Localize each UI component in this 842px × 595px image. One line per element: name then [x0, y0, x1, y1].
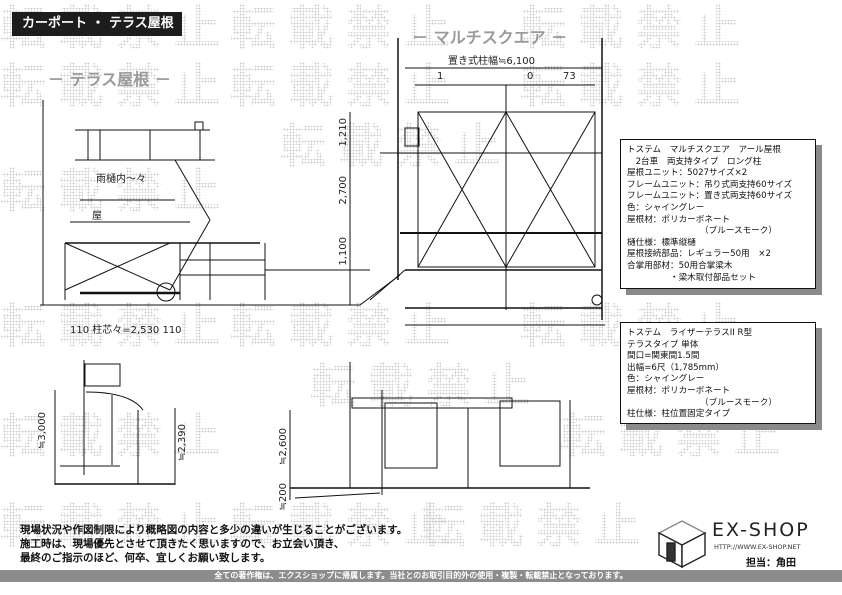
spec-line: 2台車 両支持タイプ ロング柱	[627, 156, 762, 167]
terrace-section-title: － テラス屋根 －	[48, 70, 171, 89]
watermark-layer: 転載禁止 転載禁止 転載禁止 転載禁止 転載禁止 転載禁止 転載禁止 転載禁止 …	[0, 0, 842, 553]
watermark-text: 転載禁止	[280, 110, 512, 176]
staff-name: 担当：角田	[746, 558, 796, 569]
box-logo-icon	[657, 520, 707, 569]
spec-line: 出幅=6尺（1,785mm）	[627, 362, 724, 373]
width-dimension: 置き式柱幅≒6,100	[448, 56, 536, 67]
terrace-spec-box: トステム ライザーテラスII R型 テラスタイプ 単体 間口=関東間1.5間 出…	[620, 322, 816, 424]
spec-line: 屋根材：ポリカーボネート	[627, 214, 731, 225]
logo-url: HTTP://WWW.EX-SHOP.NET	[714, 543, 801, 551]
spec-line: （ブルースモーク）	[627, 226, 777, 237]
spec-line: ・梁木取付部品セット	[627, 272, 756, 283]
carport-section-title: － マルチスクエア －	[412, 28, 568, 47]
watermark-text: 転載禁止	[420, 490, 652, 556]
watermark-text: 転載禁止	[310, 350, 542, 416]
note-line: 施工時は、現場優先とさせて頂きたく思いますので、お立会い頂き、	[20, 538, 345, 550]
spec-line: 屋根接続部品：レギュラー50用 ×2	[627, 249, 771, 260]
dimension-vertical: 2,700	[338, 176, 349, 205]
spec-line: 色：シャイングレー	[627, 374, 705, 385]
segment-label: 1	[437, 71, 444, 82]
elevation-height: ≒3,000	[37, 412, 48, 450]
logo-name: EX-SHOP	[712, 519, 810, 541]
spec-line: トステム マルチスクエア アール屋根	[627, 145, 781, 155]
elevation-height: ≒2,600	[278, 428, 289, 466]
watermark-text: 転載禁止	[0, 490, 232, 556]
spec-line: テラスタイプ 単体	[627, 339, 699, 350]
watermark-text: 転載禁止	[0, 400, 232, 466]
spec-line: トステム ライザーテラスII R型	[627, 328, 753, 338]
watermark-text: 転載禁止	[230, 0, 462, 58]
spec-line: フレームユニット：置き式両支持60サイズ	[627, 191, 793, 202]
dimension-vertical: 1,210	[338, 118, 349, 147]
spec-line: 屋根材：ポリカーボネート	[627, 385, 731, 396]
gutter-label: 雨樋内～々	[96, 174, 146, 185]
watermark-text: 転載禁止	[0, 290, 232, 356]
terrace-span-dimension: 110 柱芯々=2,530 110	[70, 325, 182, 336]
copyright-footer: 全ての著作権は、エクスショップに帰属します。当社とのお取引目的外の使用・複製・転…	[0, 570, 842, 582]
watermark-text: 転載禁止	[230, 490, 462, 556]
spec-line: 合掌用部材：50用合掌梁木	[627, 260, 733, 271]
segment-label: 0	[527, 71, 534, 82]
note-line: 最終のご指示のほど、何卒、宜しくお願い致します。	[20, 552, 271, 564]
segment-label: 73	[563, 71, 576, 82]
roof-label: 屋	[92, 211, 102, 222]
spec-line: 柱仕様：柱位置固定タイプ	[627, 409, 731, 420]
watermark-text: 転載禁止	[0, 155, 232, 221]
note-line: 現場状況や作図制限により概略図の内容と多少の違いが生じることがございます。	[20, 524, 408, 536]
watermark-text: 転載禁止	[520, 0, 752, 58]
spec-line: 色：シャイングレー	[627, 202, 705, 213]
disclaimer-note: 現場状況や作図制限により概略図の内容と多少の違いが生じることがございます。 施工…	[20, 523, 407, 565]
page-title: カーポート ・ テラス屋根	[12, 12, 182, 36]
spec-line: （ブルースモーク）	[627, 397, 777, 408]
elevation-base: ≒200	[278, 483, 289, 511]
spec-line: 間口=関東間1.5間	[627, 351, 700, 362]
dimension-vertical: 1,100	[338, 237, 349, 266]
ex-shop-logo: EX-SHOP HTTP://WWW.EX-SHOP.NET 担当：角田	[654, 513, 834, 569]
spec-line: フレームユニット：吊り式両支持60サイズ	[627, 179, 793, 190]
carport-spec-box: トステム マルチスクエア アール屋根 2台車 両支持タイプ ロング柱 屋根ユニッ…	[620, 139, 816, 289]
spec-line: 屋根ユニット：5027サイズ×2	[627, 168, 748, 179]
spec-line: 樋仕様：標準縦樋	[627, 237, 696, 248]
elevation-height: ≒2,390	[177, 424, 188, 462]
watermark-text: 転載禁止	[0, 50, 232, 116]
